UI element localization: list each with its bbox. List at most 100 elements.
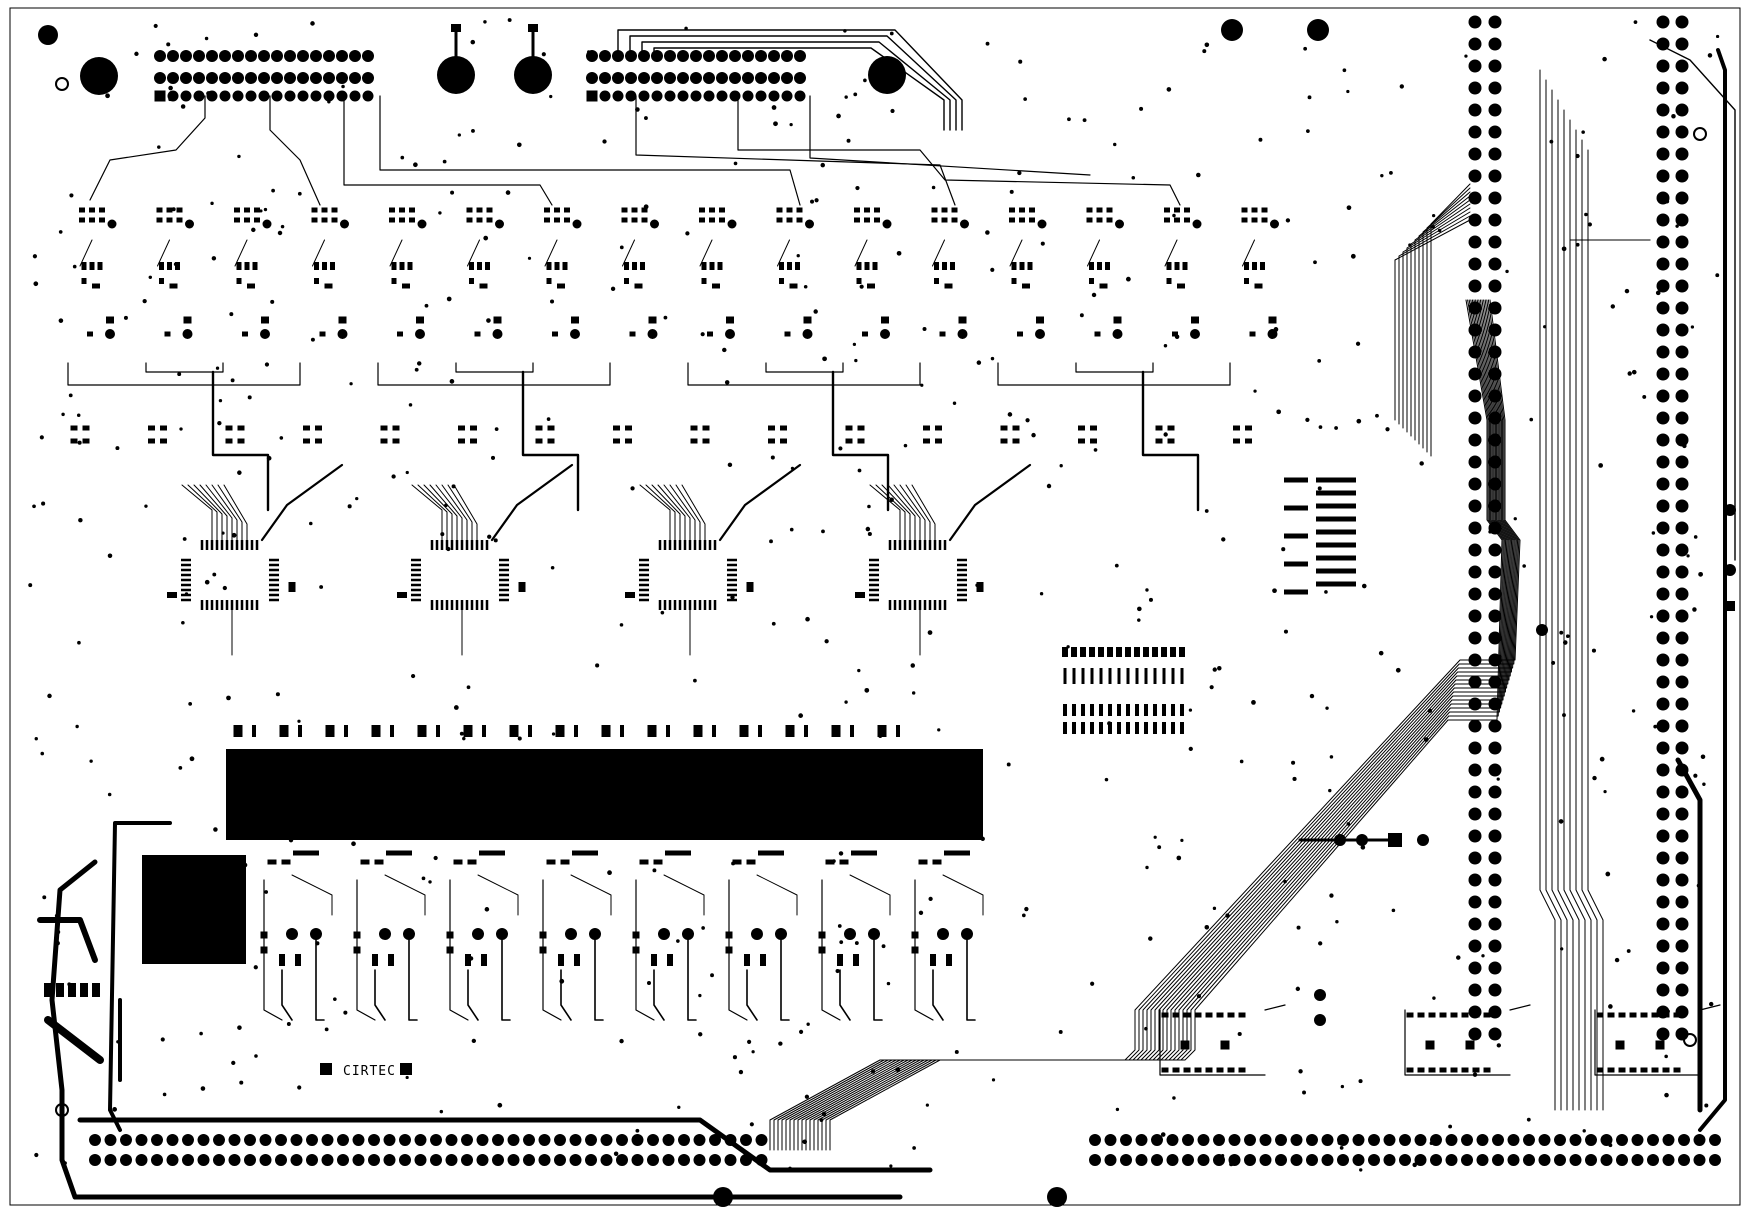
smd-pad bbox=[1036, 316, 1044, 324]
via bbox=[1431, 225, 1435, 229]
smd-pad bbox=[485, 540, 489, 550]
through-hole-pad bbox=[1383, 1154, 1396, 1166]
via bbox=[204, 579, 210, 585]
smd-pad bbox=[1220, 1040, 1230, 1050]
trace bbox=[408, 939, 418, 1021]
trace bbox=[181, 484, 213, 541]
through-hole-pad bbox=[612, 90, 624, 102]
via bbox=[730, 595, 735, 600]
smd-pad bbox=[1167, 438, 1175, 444]
smd-pad bbox=[908, 600, 912, 610]
smd-pad bbox=[1062, 647, 1068, 657]
through-hole-pad bbox=[1675, 389, 1689, 403]
via bbox=[188, 701, 193, 706]
through-hole-pad bbox=[1656, 697, 1670, 711]
through-hole-pad bbox=[716, 72, 728, 84]
via bbox=[985, 41, 990, 46]
via bbox=[75, 724, 79, 729]
smd-pad bbox=[564, 217, 570, 223]
via bbox=[1212, 667, 1217, 672]
smd-pad bbox=[818, 931, 826, 939]
through-hole-pad bbox=[403, 928, 415, 940]
via bbox=[1139, 106, 1144, 111]
smd-pad bbox=[288, 582, 296, 592]
through-hole-pad bbox=[638, 50, 650, 62]
through-hole-pad bbox=[1675, 257, 1689, 271]
smd-pad bbox=[1461, 1067, 1469, 1073]
via bbox=[462, 736, 466, 741]
trace bbox=[501, 939, 511, 1021]
via bbox=[494, 427, 499, 431]
via bbox=[1107, 721, 1112, 726]
smd-pad bbox=[1328, 581, 1356, 587]
pad-group bbox=[44, 15, 1736, 1166]
via bbox=[1665, 199, 1670, 204]
smd-pad bbox=[1184, 217, 1190, 223]
smd-pad bbox=[574, 725, 578, 737]
via bbox=[315, 941, 320, 946]
smd-pad bbox=[837, 954, 843, 966]
via bbox=[549, 94, 553, 99]
trace bbox=[641, 41, 951, 131]
via bbox=[644, 116, 648, 120]
mounting-hole bbox=[713, 1187, 733, 1207]
via bbox=[1355, 341, 1361, 346]
via bbox=[1317, 358, 1322, 363]
smd-pad bbox=[156, 207, 163, 213]
smd-pad bbox=[1063, 668, 1067, 684]
smd-pad bbox=[1022, 283, 1030, 289]
trace bbox=[653, 969, 665, 1021]
smd-pad bbox=[639, 598, 649, 602]
smd-pad bbox=[1019, 207, 1025, 213]
smd-pad bbox=[544, 217, 550, 223]
through-hole-pad bbox=[729, 50, 741, 62]
trace bbox=[769, 299, 1521, 1151]
via bbox=[1023, 97, 1027, 101]
smd-pad bbox=[1296, 505, 1308, 511]
smd-pad bbox=[639, 583, 649, 587]
through-hole-pad bbox=[244, 1154, 256, 1166]
through-hole-pad bbox=[677, 90, 689, 102]
trace bbox=[1414, 199, 1471, 441]
smd-pad bbox=[1233, 425, 1240, 431]
trace bbox=[675, 484, 701, 541]
smd-pad bbox=[166, 217, 173, 223]
smd-pad bbox=[1296, 533, 1308, 539]
trace bbox=[1159, 1009, 1266, 1076]
smd-pad bbox=[864, 217, 870, 223]
smd-pad bbox=[205, 540, 209, 550]
smd-pad bbox=[1465, 1040, 1475, 1050]
via bbox=[1464, 54, 1468, 58]
through-hole-pad bbox=[286, 928, 298, 940]
smd-pad bbox=[237, 438, 245, 444]
smd-pad bbox=[470, 540, 474, 550]
smd-pad bbox=[279, 954, 285, 966]
smd-pad bbox=[269, 563, 279, 567]
through-hole-pad bbox=[1507, 1134, 1520, 1146]
trace bbox=[429, 484, 458, 541]
trace bbox=[911, 484, 936, 541]
via bbox=[610, 286, 616, 292]
mounting-hole bbox=[1693, 127, 1707, 141]
through-hole-pad bbox=[1192, 219, 1202, 229]
through-hole-pad bbox=[1468, 323, 1482, 337]
smd-pad bbox=[411, 568, 421, 572]
through-hole-pad bbox=[399, 1154, 411, 1166]
smd-pad bbox=[430, 540, 434, 550]
via bbox=[1603, 790, 1607, 794]
via bbox=[483, 20, 487, 24]
smd-pad bbox=[719, 217, 725, 223]
through-hole-pad bbox=[781, 50, 793, 62]
smd-pad bbox=[450, 540, 454, 550]
via bbox=[693, 678, 697, 683]
smd-pad bbox=[1011, 262, 1017, 270]
smd-pad bbox=[260, 946, 268, 954]
via bbox=[843, 29, 847, 33]
smd-pad bbox=[918, 540, 922, 550]
trace bbox=[44, 1016, 104, 1064]
trace bbox=[932, 969, 944, 1021]
through-hole-pad bbox=[554, 1134, 566, 1146]
smd-pad bbox=[1029, 207, 1035, 213]
trace bbox=[629, 35, 957, 131]
smd-pad bbox=[1153, 704, 1157, 716]
